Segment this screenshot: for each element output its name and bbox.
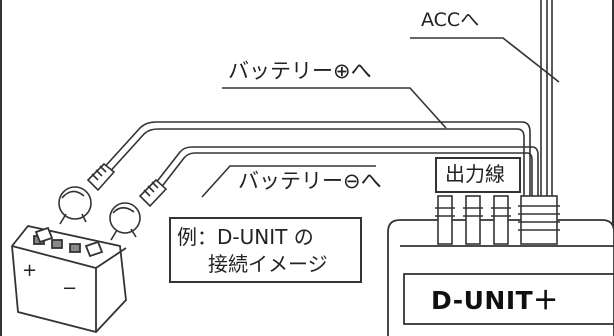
negative-ring-terminal	[109, 178, 168, 241]
acc-cable	[540, 0, 553, 200]
positive-ring-terminal	[58, 162, 116, 225]
d-unit-brand-label: D-UNIT＋	[431, 286, 559, 315]
output-wires-label: 出力線	[445, 162, 505, 186]
example-caption-line1: 例：D-UNIT の	[177, 225, 314, 249]
d-unit-box	[387, 219, 614, 336]
battery-negative-terminal-label: −	[62, 278, 78, 299]
example-caption-box	[169, 217, 362, 283]
output-wire-connectors	[435, 195, 560, 245]
example-caption-line2: 接続イメージ	[208, 252, 328, 276]
battery-positive-label: バッテリー⊕へ	[228, 59, 372, 83]
battery-negative-cable	[147, 146, 539, 205]
battery-positive-terminal-label: +	[22, 260, 38, 281]
output-wires-label-box	[435, 157, 521, 193]
battery-negative-leader-line	[201, 165, 376, 198]
battery-negative-label: バッテリー⊖へ	[238, 169, 382, 193]
battery	[11, 225, 127, 334]
acc-label: ACCへ	[421, 9, 480, 31]
acc-leader-line	[410, 37, 560, 83]
battery-positive-leader-line	[222, 87, 447, 129]
battery-positive-cable	[90, 121, 531, 205]
